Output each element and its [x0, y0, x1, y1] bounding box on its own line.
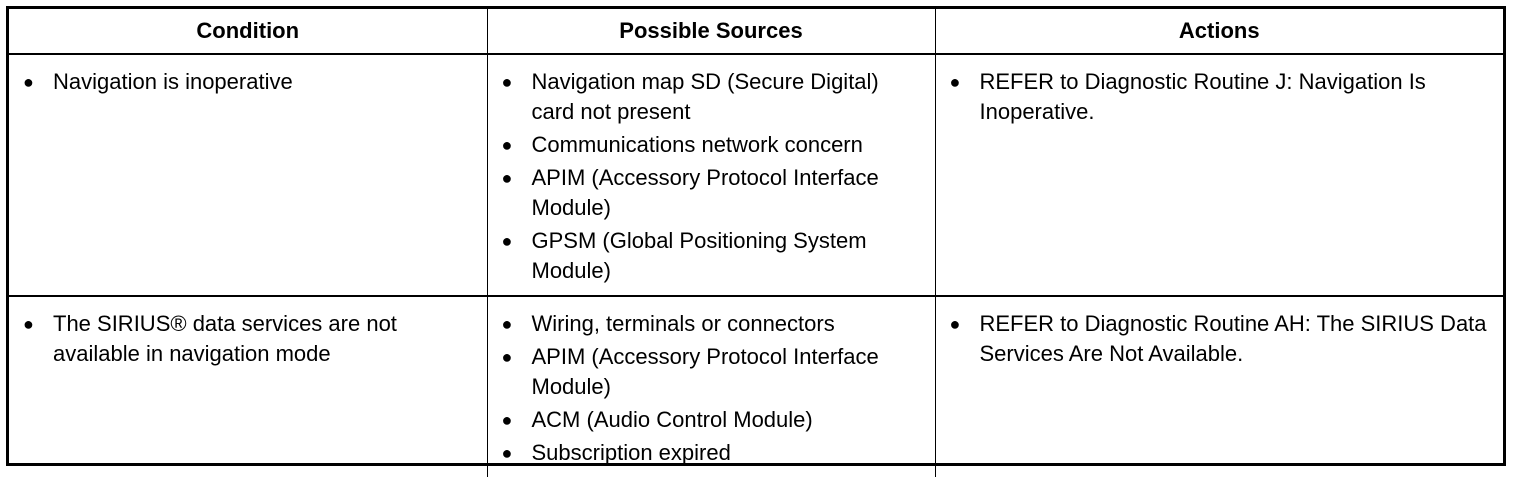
list-item: ● APIM (Accessory Protocol Interface Mod…: [502, 342, 927, 402]
condition-cell: ● The SIRIUS® data services are not avai…: [9, 296, 488, 477]
header-condition: Condition: [9, 9, 488, 55]
list-item: ● Communications network concern: [502, 130, 927, 160]
bullet-icon: ●: [501, 168, 513, 188]
sources-cell: ● Navigation map SD (Secure Digital) car…: [487, 54, 936, 297]
bullet-icon: ●: [949, 314, 961, 334]
bullet-icon: ●: [501, 443, 513, 463]
condition-list: ● The SIRIUS® data services are not avai…: [23, 309, 479, 369]
diagnostic-table-container: Condition Possible Sources Actions ● Nav…: [6, 6, 1506, 477]
bullet-icon: ●: [501, 72, 513, 92]
list-item: ● The SIRIUS® data services are not avai…: [23, 309, 479, 369]
source-text: ACM (Audio Control Module): [531, 407, 813, 432]
condition-cell: ● Navigation is inoperative: [9, 54, 488, 297]
table-header-row: Condition Possible Sources Actions: [9, 9, 1503, 55]
source-text: GPSM (Global Positioning System Module): [531, 228, 867, 283]
condition-list: ● Navigation is inoperative: [23, 67, 479, 97]
list-item: ● Navigation is inoperative: [23, 67, 479, 97]
bullet-icon: ●: [501, 231, 513, 251]
action-text: REFER to Diagnostic Routine AH: The SIRI…: [979, 311, 1487, 366]
bullet-icon: ●: [501, 135, 513, 155]
source-text: Communications network concern: [531, 132, 863, 157]
actions-cell: ● REFER to Diagnostic Routine AH: The SI…: [935, 296, 1503, 477]
sources-list: ● Navigation map SD (Secure Digital) car…: [502, 67, 927, 286]
sources-cell: ● Wiring, terminals or connectors ● APIM…: [487, 296, 936, 477]
source-text: Navigation map SD (Secure Digital) card …: [531, 69, 879, 124]
bullet-icon: ●: [23, 72, 34, 92]
list-item: ● Wiring, terminals or connectors: [502, 309, 927, 339]
source-text: APIM (Accessory Protocol Interface Modul…: [531, 344, 879, 399]
bullet-icon: ●: [501, 347, 513, 367]
list-item: ● REFER to Diagnostic Routine J: Navigat…: [950, 67, 1496, 127]
sources-list: ● Wiring, terminals or connectors ● APIM…: [502, 309, 927, 468]
condition-text: The SIRIUS® data services are not availa…: [53, 311, 397, 366]
list-item: ● ACM (Audio Control Module): [502, 405, 927, 435]
diagnostic-table: Condition Possible Sources Actions ● Nav…: [9, 9, 1503, 477]
table-row: ● The SIRIUS® data services are not avai…: [9, 296, 1503, 477]
list-item: ● Navigation map SD (Secure Digital) car…: [502, 67, 927, 127]
actions-cell: ● REFER to Diagnostic Routine J: Navigat…: [935, 54, 1503, 297]
bullet-icon: ●: [949, 72, 961, 92]
bullet-icon: ●: [23, 314, 34, 334]
list-item: ● Subscription expired: [502, 438, 927, 468]
list-item: ● REFER to Diagnostic Routine AH: The SI…: [950, 309, 1496, 369]
header-actions: Actions: [935, 9, 1503, 55]
source-text: Wiring, terminals or connectors: [531, 311, 835, 336]
table-row: ● Navigation is inoperative ● Navigation…: [9, 54, 1503, 297]
action-text: REFER to Diagnostic Routine J: Navigatio…: [979, 69, 1426, 124]
header-possible-sources: Possible Sources: [487, 9, 936, 55]
source-text: APIM (Accessory Protocol Interface Modul…: [531, 165, 879, 220]
actions-list: ● REFER to Diagnostic Routine J: Navigat…: [950, 67, 1496, 127]
list-item: ● APIM (Accessory Protocol Interface Mod…: [502, 163, 927, 223]
actions-list: ● REFER to Diagnostic Routine AH: The SI…: [950, 309, 1496, 369]
source-text: Subscription expired: [531, 440, 731, 465]
list-item: ● GPSM (Global Positioning System Module…: [502, 226, 927, 286]
condition-text: Navigation is inoperative: [53, 69, 293, 94]
bullet-icon: ●: [501, 314, 513, 334]
bullet-icon: ●: [501, 410, 513, 430]
